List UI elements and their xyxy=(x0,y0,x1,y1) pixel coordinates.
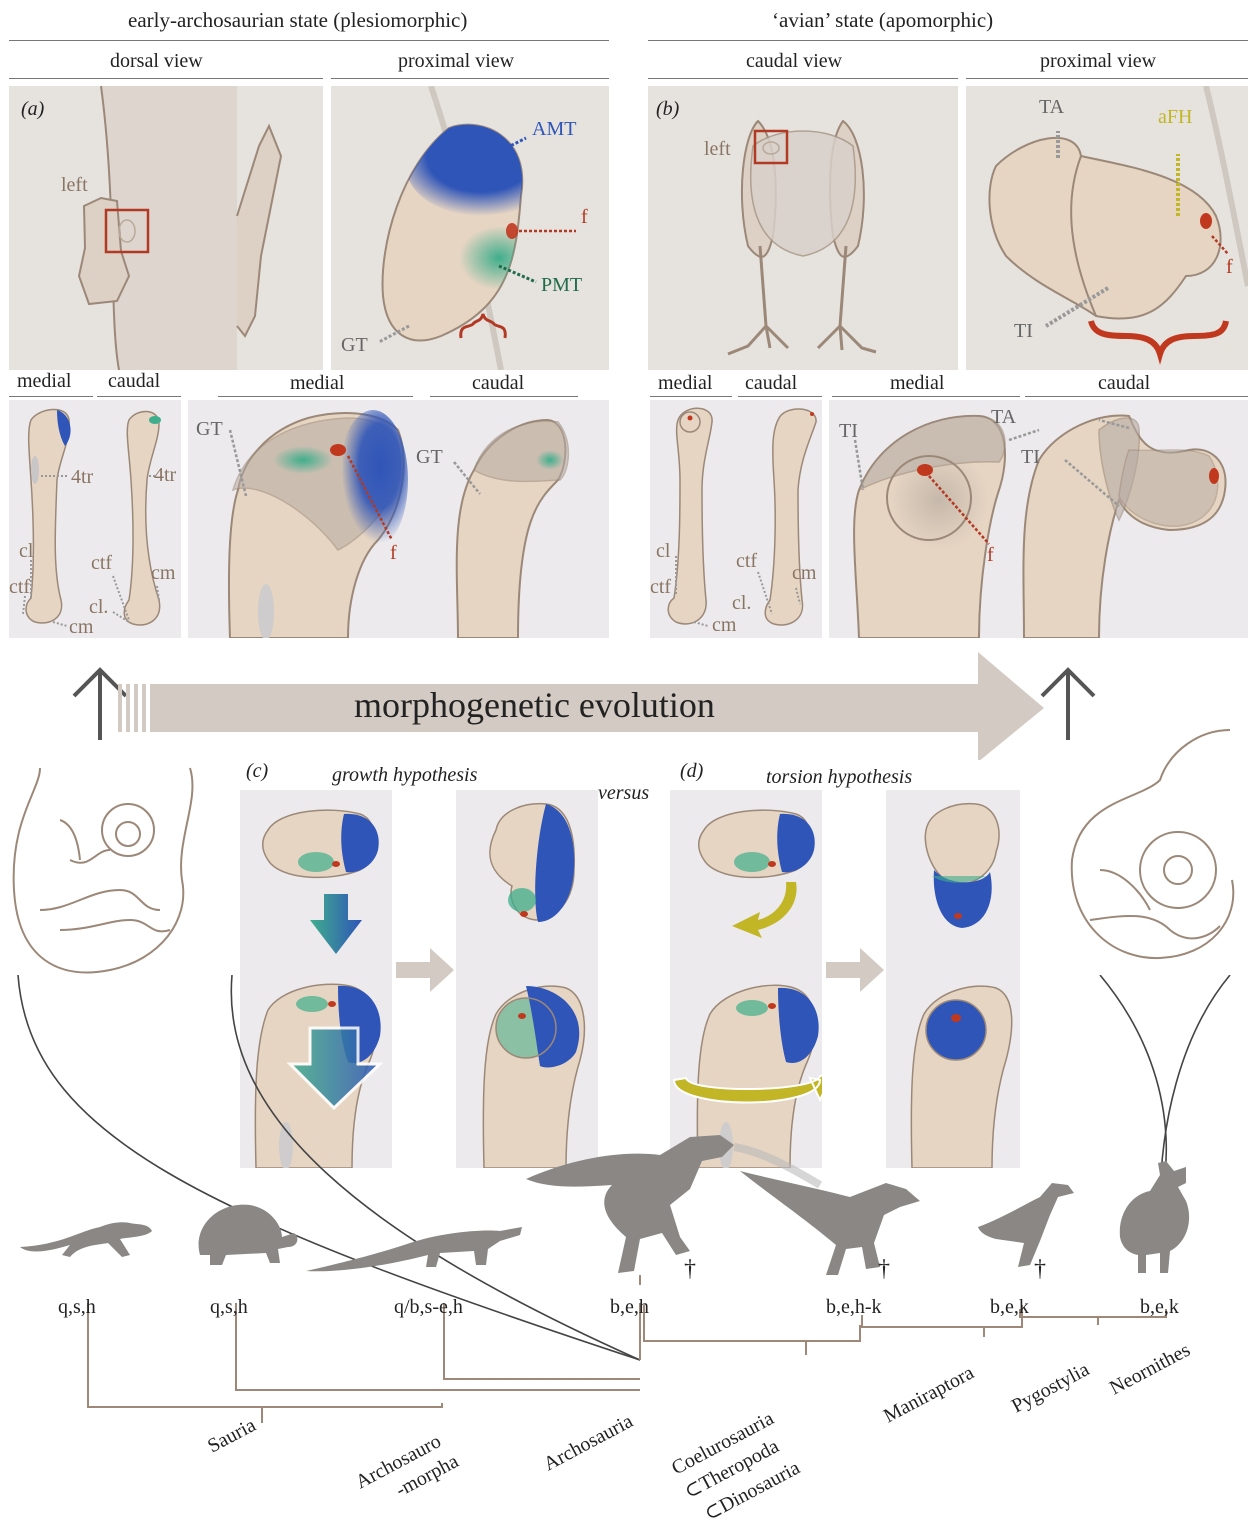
view-medial-b2: medial xyxy=(890,372,944,395)
label-cm-cau: cm xyxy=(151,562,175,585)
label-gt-a: GT xyxy=(341,334,368,357)
view-medial-b: medial xyxy=(658,372,712,395)
arrow-text: morphogenetic evolution xyxy=(354,684,715,726)
taxon-code-6: b,e,k xyxy=(990,1296,1029,1319)
label-gt-med: GT xyxy=(196,418,223,441)
panel-a-femora-small: 4tr 4tr cl ctf cm ctf cm cl. xyxy=(9,400,181,638)
dagger-2: † xyxy=(878,1256,890,1283)
view-medial-a2: medial xyxy=(290,372,344,395)
header-right: ‘avian’ state (apomorphic) xyxy=(772,8,993,33)
header-right-rule xyxy=(648,40,1248,41)
label-gt-cau: GT xyxy=(416,446,443,469)
label-cm-cau-b: cm xyxy=(792,562,816,585)
torsion-hypothesis: torsion hypothesis xyxy=(766,766,912,789)
label-afh: aFH xyxy=(1158,106,1192,129)
label-amt: AMT xyxy=(532,118,576,141)
label-cl-med-b: cl xyxy=(656,540,670,563)
taxon-code-7: b,e,k xyxy=(1140,1296,1179,1319)
panel-label-d: (d) xyxy=(680,760,703,783)
label-f-a: f xyxy=(581,206,588,229)
label-ctf-cau-b: ctf xyxy=(736,550,757,573)
view-caudal-a2: caudal xyxy=(472,372,524,395)
dorsal-body-drawing xyxy=(9,86,323,370)
panel-a-dorsal: left (a) xyxy=(9,86,323,370)
label-cl-med: cl xyxy=(19,540,33,563)
label-cl-cau-b: cl. xyxy=(732,592,751,615)
label-4tr-med: 4tr xyxy=(71,466,93,489)
embryo-right-icon xyxy=(1050,720,1249,980)
label-cm-med: cm xyxy=(69,616,93,638)
label-ta-cau-b: TA xyxy=(991,406,1016,429)
label-ti-cau-b: TI xyxy=(1021,446,1040,469)
dagger-1: † xyxy=(684,1256,696,1283)
label-ta-b: TA xyxy=(1039,96,1064,119)
taxon-code-2: q,s,h xyxy=(210,1296,248,1319)
panel-label-a: (a) xyxy=(21,98,44,121)
label-cm-med-b: cm xyxy=(712,614,736,637)
growth-hypothesis: growth hypothesis xyxy=(332,764,477,787)
panel-a-proximal: AMT f PMT GT xyxy=(331,86,609,370)
header-left-rule xyxy=(9,40,609,41)
label-cl-cau: cl. xyxy=(89,596,108,619)
taxon-code-3: q/b,s-e,h xyxy=(394,1296,463,1319)
label-f-b: f xyxy=(1226,256,1233,279)
panel-b-proximal: TA aFH f TI xyxy=(966,86,1248,370)
taxon-code-5: b,e,h-k xyxy=(826,1296,882,1319)
panel-b-femora-large: TI f TA TI xyxy=(829,400,1248,638)
view-medial-a: medial xyxy=(17,370,71,393)
label-f-med-b: f xyxy=(987,544,994,567)
view-dorsal: dorsal view xyxy=(110,50,203,73)
bird-caudal-drawing xyxy=(648,86,958,370)
view-proximal-right: proximal view xyxy=(1040,50,1156,73)
panel-a-femora-large: GT f GT xyxy=(188,400,609,638)
label-ctf-cau: ctf xyxy=(91,552,112,575)
view-proximal-left: proximal view xyxy=(398,50,514,73)
panel-b-femora-small: cl ctf cm ctf cm cl. xyxy=(650,400,822,638)
label-ctf-med: ctf xyxy=(9,576,30,599)
versus-label: versus xyxy=(598,782,649,805)
label-left-a: left xyxy=(61,174,88,197)
taxon-code-4: b,e,h xyxy=(610,1296,649,1319)
taxon-code-1: q,s,h xyxy=(58,1296,96,1319)
view-caudal-b: caudal xyxy=(745,372,797,395)
label-4tr-cau: 4tr xyxy=(154,464,176,487)
label-pmt: PMT xyxy=(541,274,582,297)
panel-b-caudal: left (b) xyxy=(648,86,958,370)
view-caudal-b2: caudal xyxy=(1098,372,1150,395)
label-f-med: f xyxy=(390,542,397,565)
view-caudal-a: caudal xyxy=(108,370,160,393)
femora-a-large-drawing xyxy=(188,400,609,638)
label-ti-med-b: TI xyxy=(839,420,858,443)
label-left-b: left xyxy=(704,138,731,161)
panel-label-b: (b) xyxy=(656,98,679,121)
label-ti-b: TI xyxy=(1014,320,1033,343)
header-left: early-archosaurian state (plesiomorphic) xyxy=(128,8,467,33)
femora-b-large-drawing xyxy=(829,400,1248,638)
label-ctf-med-b: ctf xyxy=(650,576,671,599)
panel-label-c: (c) xyxy=(246,760,268,783)
proximal-b-drawing xyxy=(966,86,1248,370)
view-caudal: caudal view xyxy=(746,50,842,73)
dagger-3: † xyxy=(1034,1256,1046,1283)
